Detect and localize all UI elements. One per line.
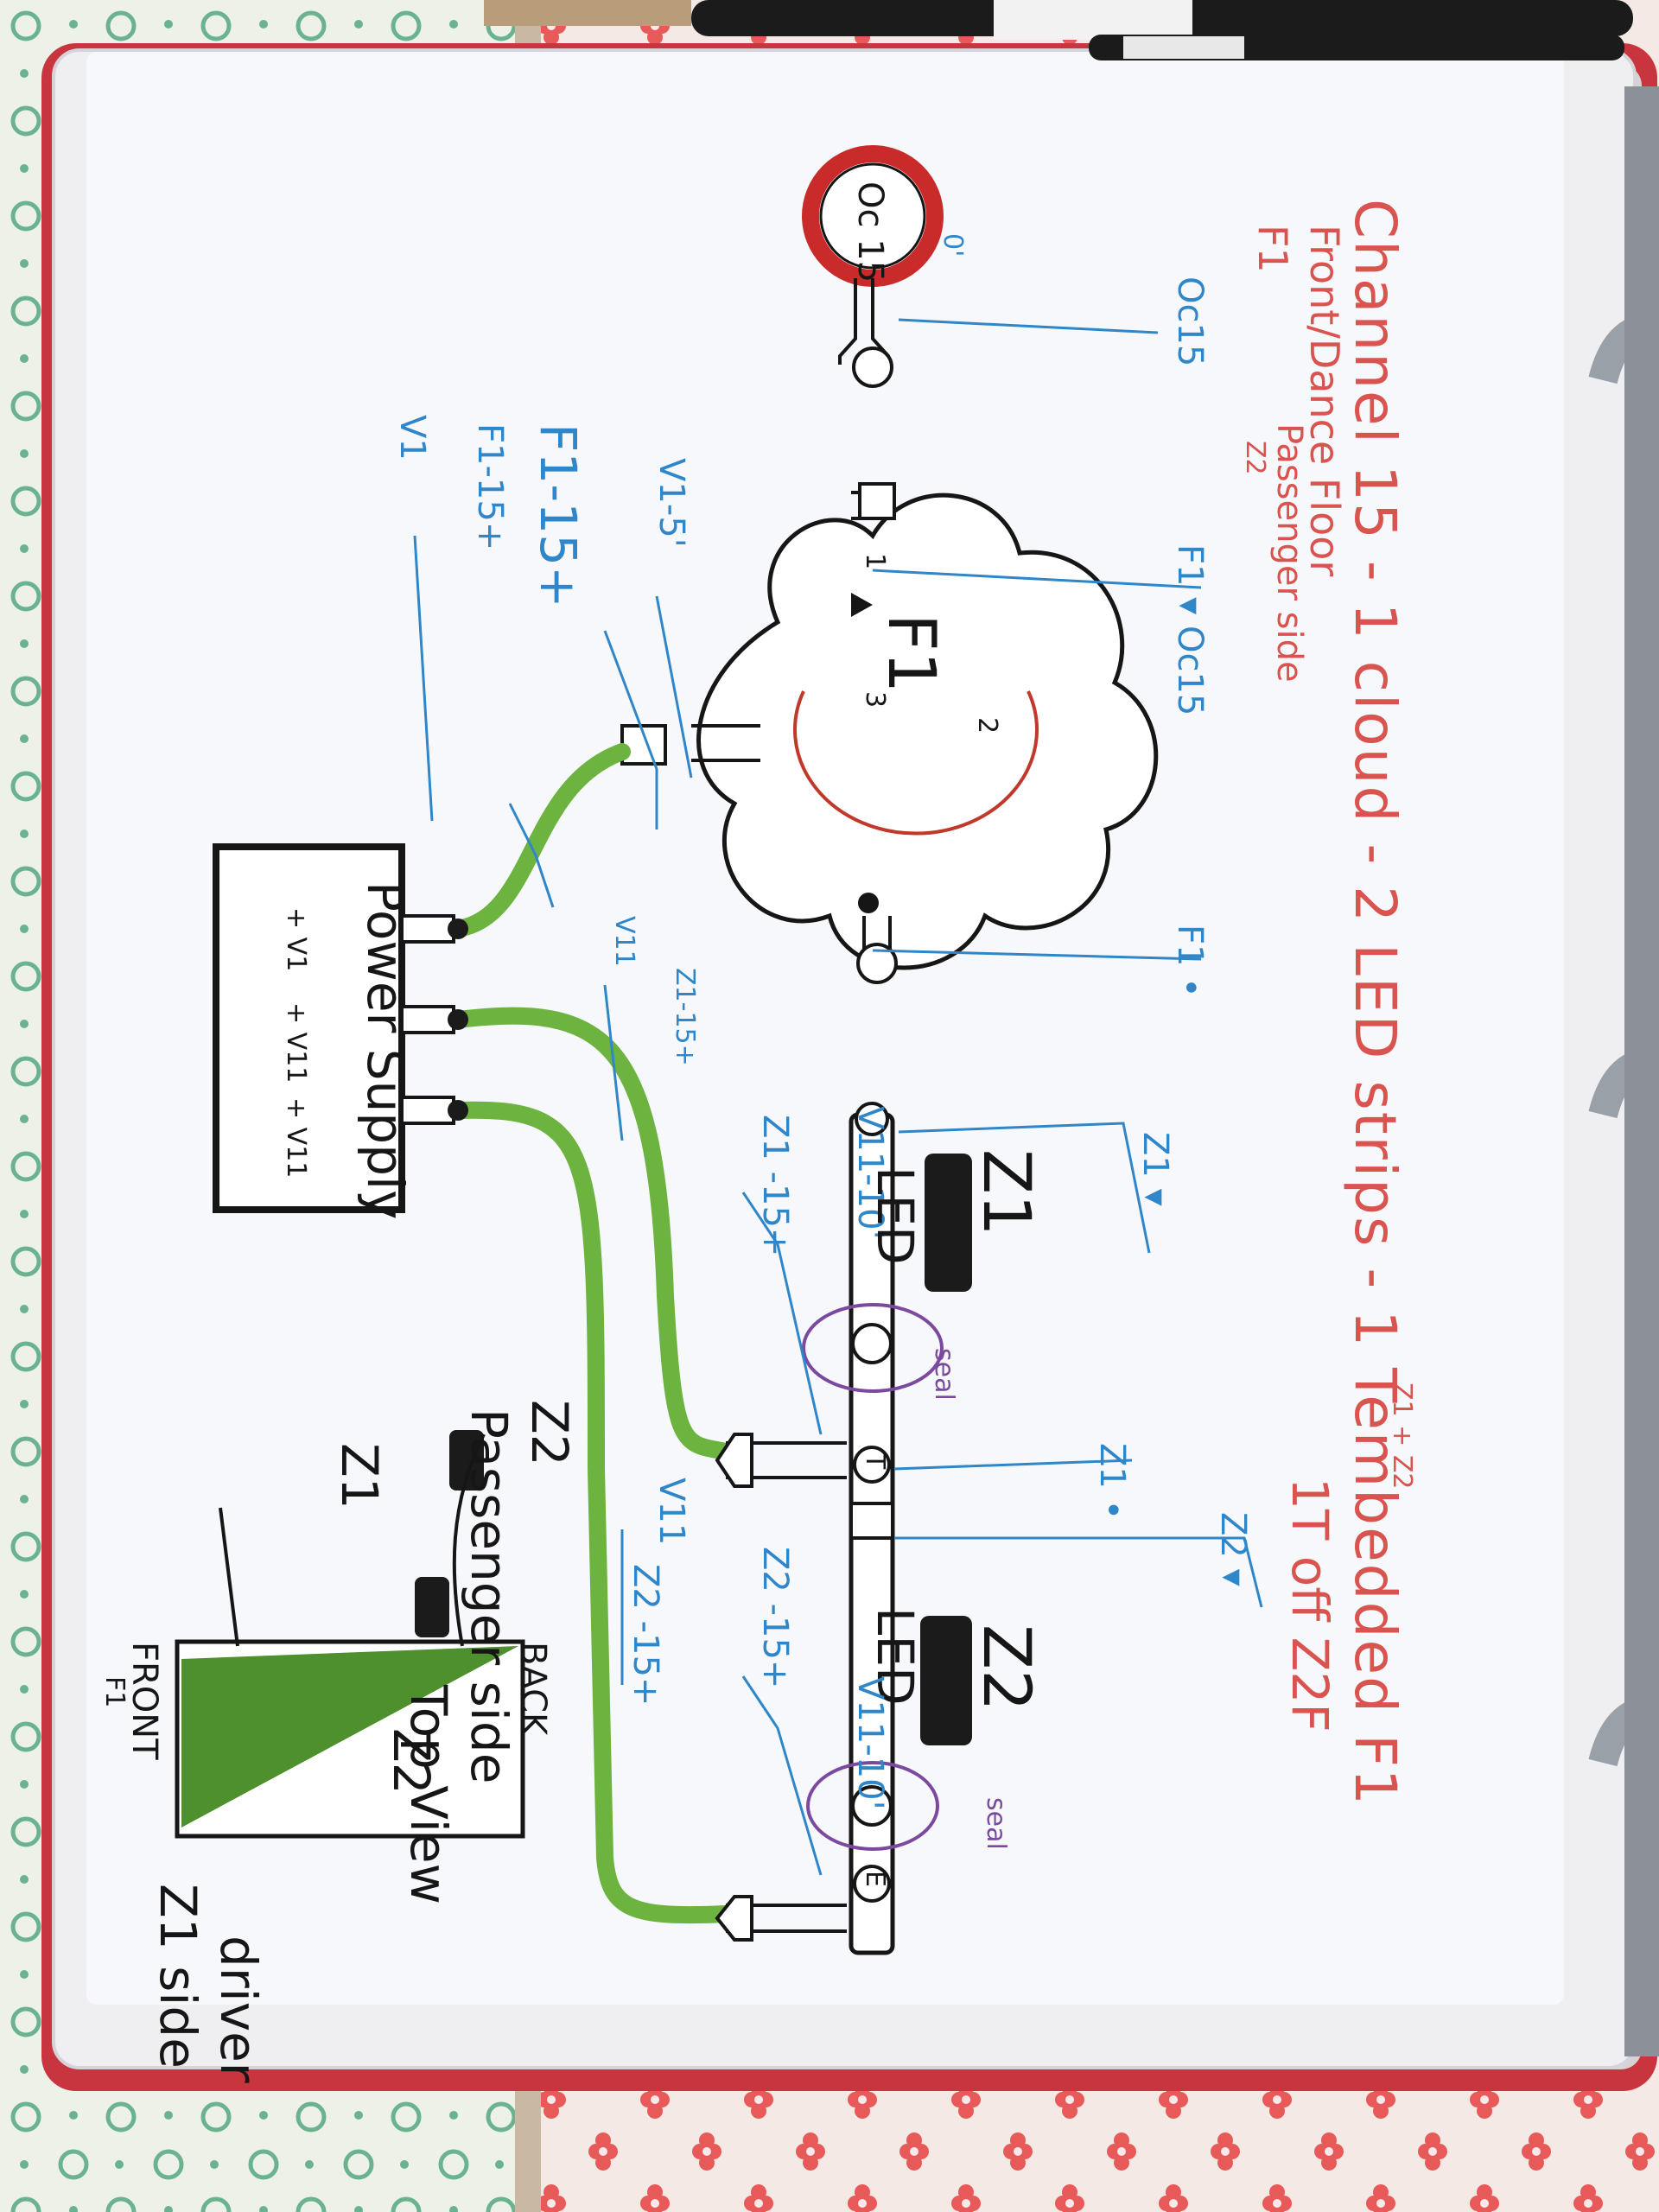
- power-supply: [213, 843, 405, 1213]
- cloud-f1: [696, 493, 1159, 970]
- t-node: [853, 1446, 891, 1484]
- seal-circle-1: [802, 1303, 944, 1393]
- e-node: [853, 1865, 891, 1903]
- paper-sheet: [86, 52, 1564, 2005]
- ring-spine: [1624, 86, 1659, 2056]
- blue-leader-lines: [413, 318, 1263, 1876]
- seal-node-1: [851, 1323, 893, 1364]
- arrow-z1: [219, 1507, 239, 1647]
- redaction-marks: [415, 1154, 972, 1745]
- led-end-top: [855, 1102, 889, 1136]
- seal-node-2: [851, 1785, 893, 1827]
- oc15-fixture: [802, 145, 944, 287]
- oc15-connector: [838, 278, 893, 388]
- seal-circle-2: [806, 1761, 939, 1851]
- marker-pens: [484, 0, 1633, 60]
- top-view-shading: [181, 1646, 518, 1827]
- arrow-z2: [452, 1433, 486, 1647]
- psu-terminals: [400, 914, 455, 1125]
